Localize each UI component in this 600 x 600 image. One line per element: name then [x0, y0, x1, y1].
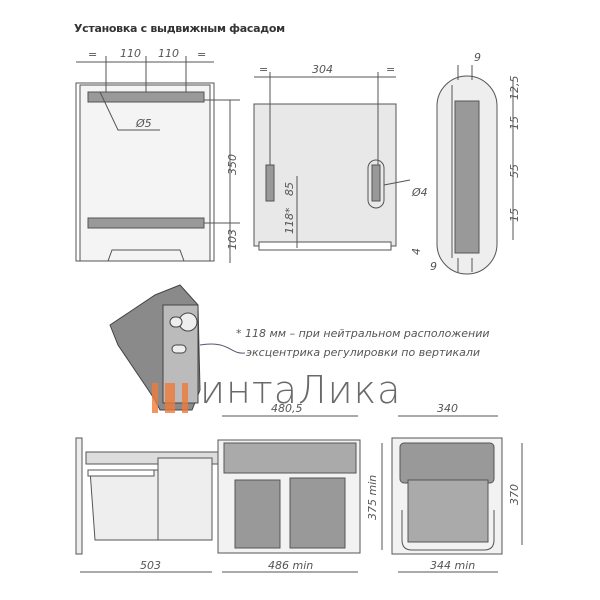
note-line-2: эксцентрика регулировки по вертикали: [246, 346, 481, 359]
dim-110-left: 110: [120, 47, 141, 60]
dim-hole-4: Ø4: [411, 186, 428, 199]
note-line-1: * 118 мм – при нейтральном расположении: [236, 327, 490, 340]
dim-344-min: 344 min: [430, 559, 475, 572]
side-installed: [391, 415, 523, 573]
side-view: [75, 437, 219, 573]
dim-eq-right-door: =: [386, 63, 395, 76]
brand-logo: интаЛика: [200, 368, 402, 412]
dim-9-bottom: 9: [430, 260, 437, 273]
dim-503: 503: [140, 559, 161, 572]
dim-350: 350: [226, 154, 239, 175]
front-view: [75, 56, 240, 263]
eccentric-bracket: [109, 284, 201, 411]
logo-mark: [152, 383, 188, 413]
dim-480-5: 480,5: [271, 402, 303, 415]
dim-eq-left-door: =: [259, 63, 268, 76]
front-installed: [217, 415, 383, 573]
door-view: [253, 72, 411, 251]
dim-4: 4: [410, 248, 423, 255]
page-title: Установка с выдвижным фасадом: [74, 22, 285, 35]
dim-15-top: 15: [508, 116, 521, 130]
dim-370: 370: [508, 484, 521, 505]
dim-340: 340: [437, 402, 458, 415]
dim-304: 304: [312, 63, 333, 76]
dim-118: 118*: [283, 207, 296, 234]
dim-85: 85: [283, 182, 296, 196]
dim-eq-left: =: [88, 48, 97, 61]
dim-12-5: 12,5: [508, 76, 521, 101]
dim-hole-5: Ø5: [135, 117, 152, 130]
dim-486-min: 486 min: [268, 559, 313, 572]
note-leader: [199, 343, 246, 354]
dim-103: 103: [226, 229, 239, 250]
dim-15-bottom: 15: [508, 208, 521, 222]
dim-9-top: 9: [474, 51, 481, 64]
dim-55: 55: [508, 164, 521, 178]
bracket-detail: [436, 65, 514, 275]
dim-375-min: 375 min: [366, 475, 379, 520]
dim-eq-right: =: [197, 48, 206, 61]
dim-110-right: 110: [158, 47, 179, 60]
